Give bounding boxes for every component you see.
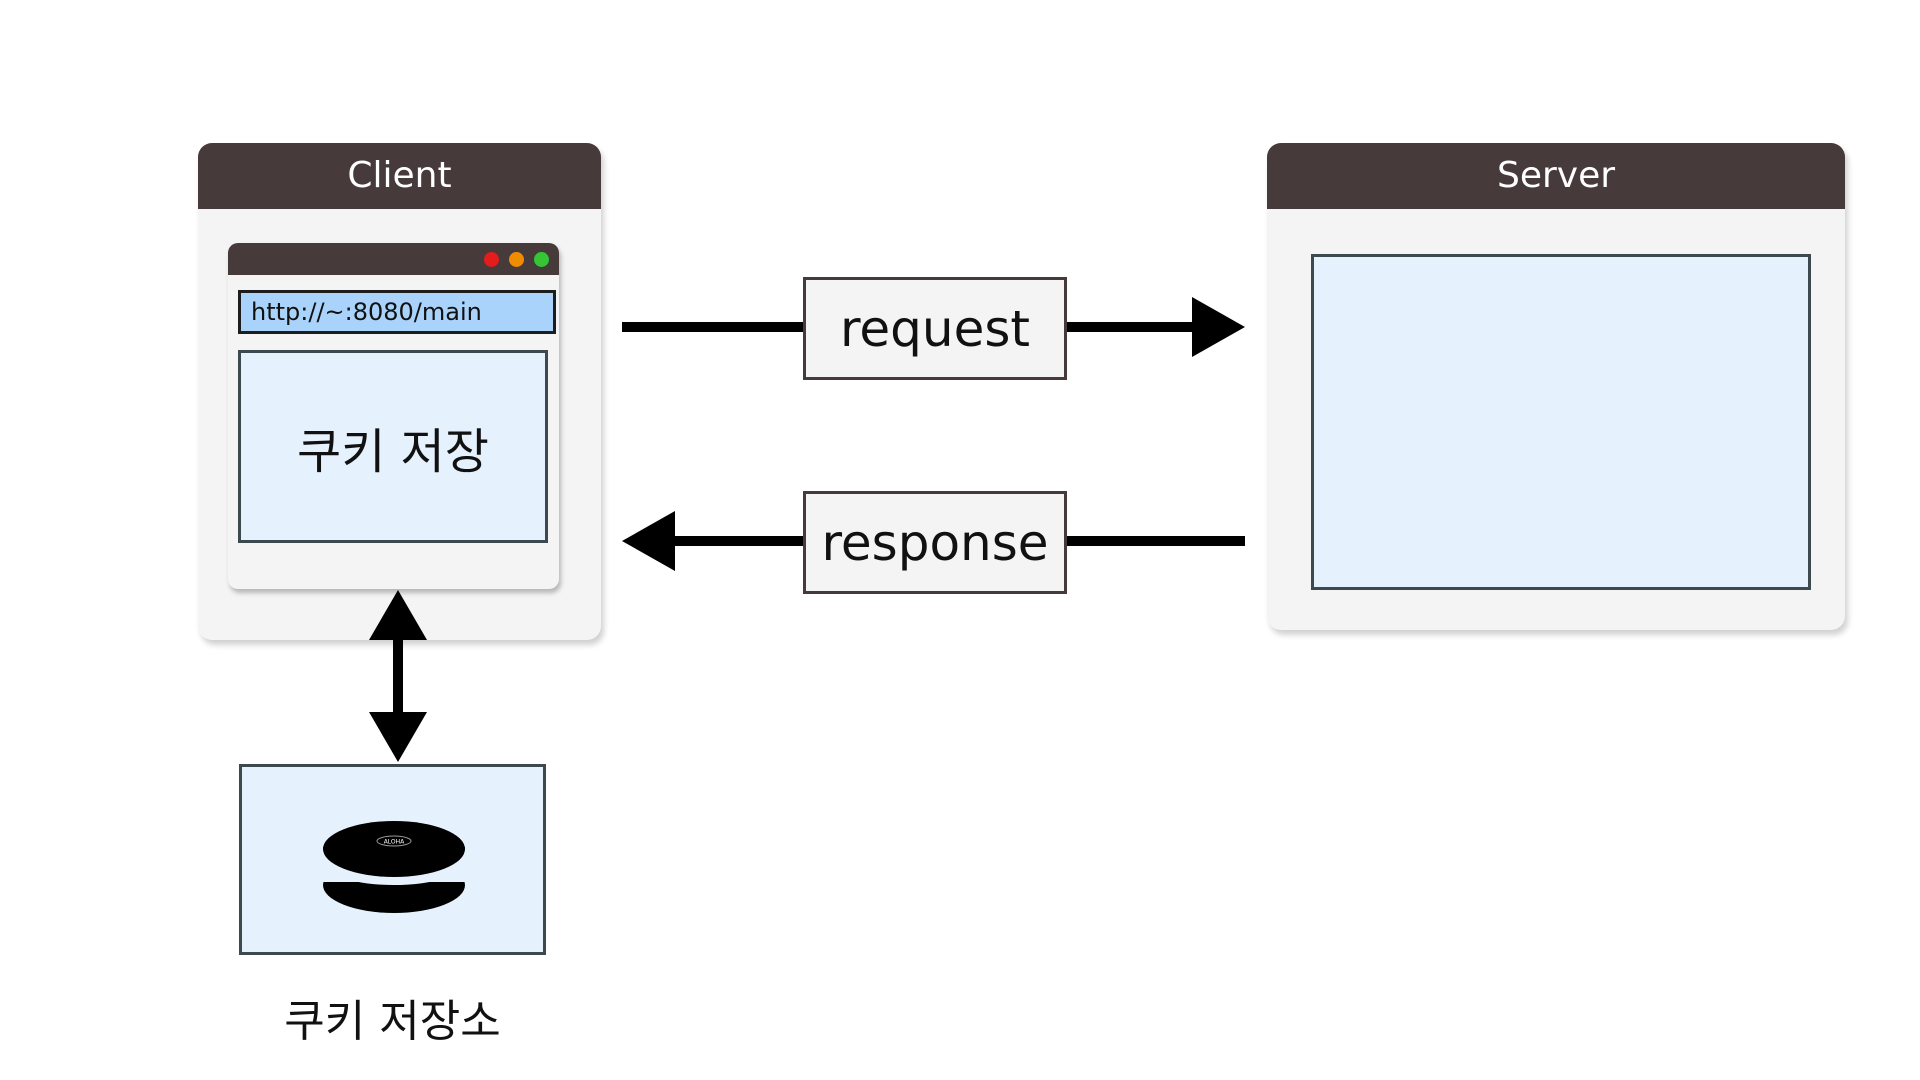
cookie-storage-box: ALOHA	[239, 764, 546, 955]
window-close-dot-icon	[484, 252, 499, 267]
window-maximize-dot-icon	[534, 252, 549, 267]
arrow-right-icon	[622, 297, 1245, 357]
browser-title-bar	[228, 243, 559, 275]
window-minimize-dot-icon	[509, 252, 524, 267]
cookie-storage-caption: 쿠키 저장소	[284, 996, 501, 1047]
address-bar: http://~:8080/main	[238, 290, 556, 334]
browser-window: http://~:8080/main 쿠키 저장	[228, 243, 559, 589]
client-title: Client	[198, 143, 601, 209]
database-icon: ALOHA	[323, 821, 465, 913]
arrow-updown-icon	[369, 590, 427, 762]
request-label: request	[803, 277, 1067, 380]
response-label: response	[803, 491, 1067, 594]
server-title: Server	[1267, 143, 1845, 209]
server-panel: Server	[1267, 143, 1845, 630]
browser-content: 쿠키 저장	[238, 350, 548, 543]
arrow-left-icon	[622, 511, 1245, 571]
disk-label: ALOHA	[384, 839, 405, 846]
server-content-box	[1311, 254, 1811, 590]
client-panel: Client http://~:8080/main 쿠키 저장	[198, 143, 601, 640]
